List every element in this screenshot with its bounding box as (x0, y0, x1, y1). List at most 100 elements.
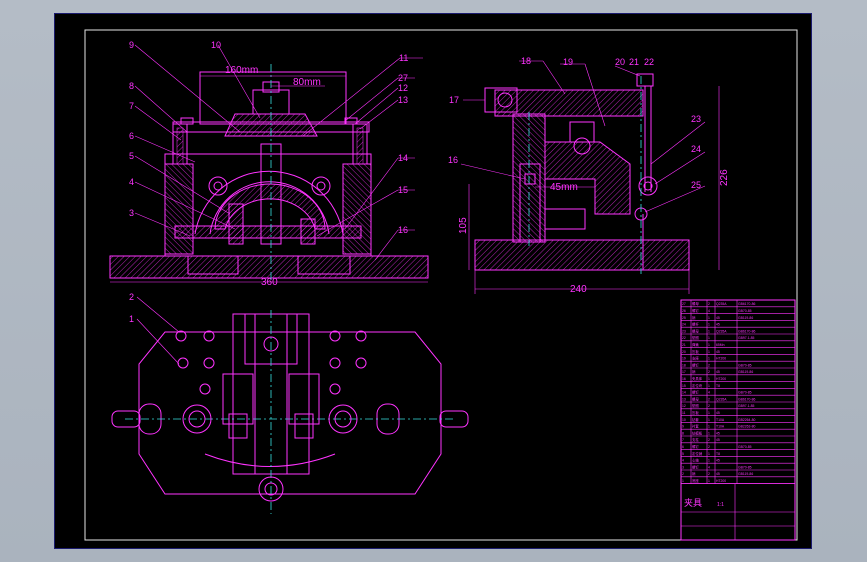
parts-table-cell: 45 (716, 350, 720, 354)
parts-table-cell: 底座 (692, 478, 699, 483)
parts-table-cell: Q235A (716, 329, 727, 333)
parts-table-cell: 定位块 (692, 383, 703, 388)
parts-table-cell: 17 (682, 370, 686, 374)
parts-table-cell: 45 (716, 472, 720, 476)
label-12: 12 (398, 83, 408, 93)
parts-table-cell: Q235A (716, 302, 727, 306)
parts-table-cell: GB6170-86 (738, 302, 755, 306)
dim-226: 226 (719, 169, 730, 186)
parts-table-cell: 23 (682, 329, 686, 333)
parts-table-cell: GB119-86 (738, 370, 753, 374)
parts-table-cell: 支柱 (692, 437, 699, 442)
drawing-frame (84, 29, 798, 541)
front-view (109, 44, 429, 283)
parts-table-cell: 螺钉 (692, 464, 699, 469)
parts-table-cell: 螺钉 (692, 444, 699, 449)
parts-table-cell: 2 (708, 445, 710, 449)
label-3: 3 (129, 208, 134, 218)
dim-360: 360 (261, 277, 278, 288)
parts-table-cell: GB97.1-85 (738, 336, 755, 340)
label-18: 17 (449, 95, 459, 105)
label-4: 4 (129, 177, 134, 187)
parts-table-cell: 螺母 (692, 396, 699, 401)
parts-table-cell: 27 (682, 302, 686, 306)
label-2: 2 (129, 292, 134, 302)
parts-table-cell: 2 (682, 472, 684, 476)
parts-table-cell: 7 (682, 438, 684, 442)
parts-table-cell: HT200 (716, 357, 726, 361)
label-9: 9 (129, 40, 134, 50)
title-block-caption: 夹具 1:1 (684, 497, 724, 508)
parts-table-cell: HT200 (716, 377, 726, 381)
parts-table-cell: 1 (682, 479, 684, 483)
parts-table-cell: 3 (682, 465, 684, 469)
title-name: 夹具 (684, 497, 702, 508)
parts-table-cell: 45 (716, 459, 720, 463)
parts-table-cell: 45 (716, 316, 720, 320)
parts-table-cell: 12 (682, 404, 686, 408)
parts-table-cell: 9 (682, 425, 684, 429)
parts-table-cell: 18 (682, 363, 686, 367)
parts-table-cell: GB70-85 (738, 309, 752, 313)
label-7: 7 (129, 101, 134, 111)
label-10: 10 (211, 40, 221, 50)
dimension-labels: 160mm 80mm 360 240 45mm 105 226 (225, 65, 730, 295)
parts-table-cell: GB2264-80 (738, 418, 755, 422)
parts-table-cell: 25 (682, 316, 686, 320)
label-13: 13 (398, 95, 408, 105)
parts-table-cell: 5 (682, 452, 684, 456)
parts-table-cell: 4 (708, 309, 710, 313)
parts-table-cell: HT200 (716, 479, 726, 483)
parts-table-cell: 1 (708, 323, 710, 327)
label-8: 8 (129, 81, 134, 91)
parts-table-cell: T8 (716, 452, 720, 456)
parts-table-cell: 2 (708, 363, 710, 367)
parts-table-cell: 1 (708, 411, 710, 415)
parts-table-cell: GB70-85 (738, 445, 752, 449)
parts-table-cell: 20 (682, 350, 686, 354)
label-6: 6 (129, 131, 134, 141)
parts-table-cell: 65Mn (716, 343, 725, 347)
parts-table-cell: 1 (708, 384, 710, 388)
parts-table-cell: 定位销 (692, 451, 703, 456)
parts-table-cell: 2 (708, 404, 710, 408)
parts-table-cell: 1 (708, 377, 710, 381)
parts-table-cell: 衬套 (692, 424, 699, 429)
dim-105: 105 (458, 217, 469, 234)
parts-table-cell: 4 (708, 465, 710, 469)
parts-table-cell: GB2263-80 (738, 425, 755, 429)
parts-table-cell: 24 (682, 323, 686, 327)
label-15: 15 (398, 185, 408, 195)
parts-table-cell: T10A (716, 425, 725, 429)
parts-table-cell: 15 (682, 384, 686, 388)
label-22: 21 (629, 57, 639, 67)
top-view (111, 296, 469, 514)
dim-80: 80mm (293, 77, 321, 88)
parts-table-cell: 10 (682, 418, 686, 422)
parts-table-cell: 螺钉 (692, 362, 699, 367)
dim-160: 160mm (225, 65, 258, 76)
parts-table-cell: 45 (716, 438, 720, 442)
parts-table-cell: 1 (708, 316, 710, 320)
label-23: 22 (644, 57, 654, 67)
parts-table-cell: 弹簧 (692, 342, 699, 347)
parts-table-cell: 4 (682, 459, 684, 463)
label-1: 1 (129, 314, 134, 324)
label-20: 19 (563, 57, 573, 67)
parts-table-cell: 21 (682, 343, 686, 347)
parts-table-cell: GB6170-86 (738, 329, 755, 333)
parts-table-cell: 6 (682, 445, 684, 449)
parts-table-cell: 26 (682, 309, 686, 313)
parts-table-cell: 垫圈 (692, 403, 699, 408)
parts-table-cell: 45 (716, 431, 720, 435)
parts-table-cell: 1 (708, 336, 710, 340)
part-labels: 9 10 11 27 12 13 14 15 16 8 7 6 5 4 3 2 … (129, 40, 701, 324)
parts-table-cell: 45 (716, 370, 720, 374)
parts-table-cell: 1 (708, 425, 710, 429)
parts-table-cell: 2 (708, 302, 710, 306)
parts-table-cell: 1 (708, 329, 710, 333)
parts-table-cell: 1 (708, 418, 710, 422)
parts-table-cell: 垫圈 (692, 335, 699, 340)
parts-table-cell: T10A (716, 418, 725, 422)
